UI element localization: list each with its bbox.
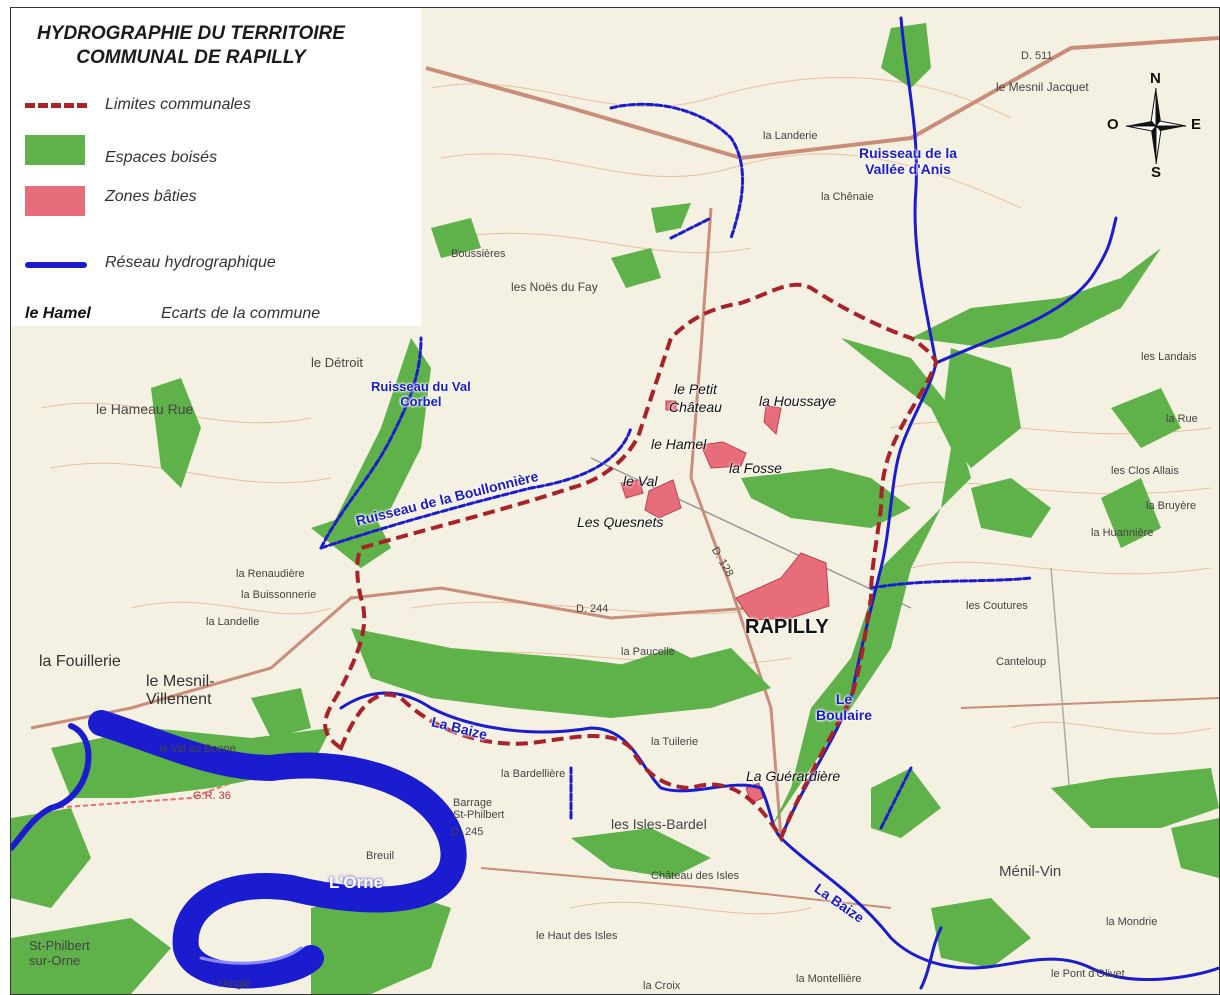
wooded-areas (11, 23, 1219, 994)
legend-title-line2: COMMUNAL DE RAPILLY (76, 47, 306, 68)
label-gr36: G.R. 36 (193, 790, 231, 802)
label-chateau-des-isles: Château des Isles (651, 870, 740, 882)
boundary-swatch (25, 103, 87, 108)
label-la-landelle: la Landelle (206, 616, 260, 628)
label-la-croix: la Croix (643, 980, 681, 992)
label-la-bruyere: la Bruyère (1146, 500, 1197, 512)
label-les-coutures: les Coutures (966, 600, 1028, 612)
label-les-landais: les Landais (1141, 351, 1197, 363)
legend-title: HYDROGRAPHIE DU TERRITOIRE COMMUNAL DE R… (11, 22, 371, 70)
legend-item-rivers: Réseau hydrographique (21, 252, 411, 286)
legend-item-boundary: Limites communales (21, 90, 411, 124)
place-le-hamel: le Hamel (651, 436, 707, 452)
label-menil-vin: Ménil-Vin (999, 863, 1062, 880)
river-label-orne: L'Orne (329, 873, 384, 892)
place-la-guerardiere: La Guérardière (746, 768, 841, 784)
label-le-haut-des-isles: le Haut des Isles (536, 930, 618, 942)
label-barrage: Barrage St-Philbert (453, 797, 505, 821)
legend-item-built: Zones bâties (21, 186, 411, 220)
built-swatch (25, 186, 85, 216)
label-la-tuilerie: la Tuilerie (651, 736, 699, 748)
legend-label-woods: Espaces boisés (105, 149, 218, 166)
label-st-philbert: St-Philbert sur-Orne (29, 938, 90, 968)
map-canvas (11, 16, 1219, 994)
place-le-val: le Val (623, 473, 658, 489)
legend-label-rivers: Réseau hydrographique (105, 254, 276, 271)
label-la-huanniere: la Huannière (1091, 527, 1154, 539)
label-d244: D. 244 (576, 603, 609, 615)
place-la-houssaye: la Houssaye (759, 393, 837, 409)
legend-label-ecarts: Ecarts de la commune (161, 305, 321, 322)
compass-icon (1125, 87, 1187, 165)
roads (30, 36, 1219, 909)
river-label-boulaire: Le Boulaire (816, 691, 873, 723)
legend-item-woods: Espaces boisés (21, 135, 411, 169)
town-rapilly: RAPILLY (745, 616, 829, 638)
compass-west: O (1107, 116, 1119, 133)
label-la-renaudiere: la Renaudière (236, 568, 305, 580)
legend-title-line1: HYDROGRAPHIE DU TERRITOIRE (37, 23, 345, 44)
river-network (11, 16, 1219, 990)
label-les-clos-allais: les Clos Allais (1111, 465, 1179, 477)
label-la-rue: la Rue (1166, 413, 1198, 425)
label-le-pont-dolivet: le Pont d'Olivet (1051, 968, 1125, 980)
label-langle: l'Angle (218, 978, 251, 990)
place-les-quesnets: Les Quesnets (577, 514, 664, 530)
communal-boundary (323, 282, 939, 843)
label-le-hameau-rue: le Hameau Rue (96, 401, 194, 417)
contour-lines (40, 77, 1212, 915)
label-la-montelliere: la Montellière (796, 973, 862, 985)
label-d511: D. 511 (1021, 50, 1053, 62)
label-les-isles-bardel: les Isles-Bardel (611, 816, 707, 832)
label-la-landerie: la Landerie (763, 130, 818, 142)
label-la-paucelle: la Paucelle (621, 646, 675, 658)
label-le-mesnil-villement: le Mesnil- Villement (146, 673, 215, 708)
ecart-example: le Hamel (25, 305, 91, 322)
map-frame: le Mesnil- Villement le Détroit le Mesni… (10, 7, 1220, 995)
legend-item-ecarts: le Hamel Ecarts de la commune (21, 299, 411, 333)
label-canteloup: Canteloup (996, 656, 1047, 668)
label-le-detroit: le Détroit (311, 355, 364, 370)
label-le-mesnil-jacquet: le Mesnil Jacquet (996, 80, 1089, 94)
compass-south: S (1151, 164, 1162, 181)
label-le-val-au-boene: le Val au Boene (159, 743, 236, 755)
place-le-petit-chateau: le Petit Château (669, 381, 722, 415)
compass-east: E (1191, 116, 1202, 133)
legend-label-built: Zones bâties (105, 188, 197, 205)
rivers-swatch (25, 262, 87, 268)
label-d245: D. 245 (451, 826, 484, 838)
compass-rose: N S E O (1103, 70, 1203, 186)
label-boussieres: Boussières (451, 248, 506, 260)
river-label-vallee-anis: Ruisseau de la Vallée d'Anis (859, 145, 958, 177)
place-la-fosse: la Fosse (729, 460, 782, 476)
label-la-fouillerie: la Fouillerie (39, 653, 121, 670)
river-label-val-corbel: Ruisseau du Val Corbel (371, 379, 471, 409)
label-la-chenaie: la Chênaie (821, 191, 874, 203)
label-la-buissonnerie: la Buissonnerie (241, 589, 317, 601)
label-la-mondrie: la Mondrie (1106, 916, 1158, 928)
label-breuil: Breuil (366, 850, 395, 862)
woods-swatch (25, 135, 85, 165)
label-les-noes-du-fay: les Noës du Fay (511, 280, 598, 294)
compass-north: N (1150, 70, 1161, 87)
legend-label-boundary: Limites communales (105, 96, 251, 113)
legend-panel: HYDROGRAPHIE DU TERRITOIRE COMMUNAL DE R… (11, 8, 421, 326)
label-la-bardelliere: la Bardellière (501, 768, 566, 780)
